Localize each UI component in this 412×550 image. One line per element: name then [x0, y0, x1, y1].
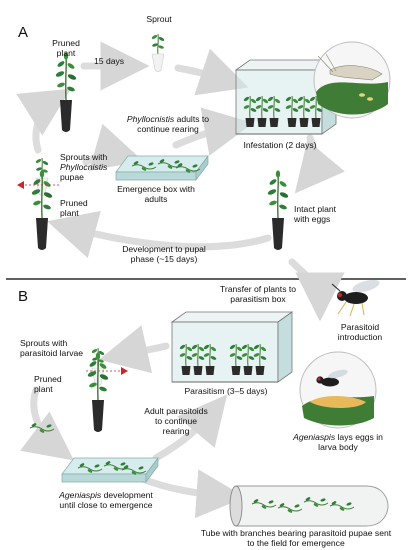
label-tube: Tube with branches bearing parasitoid pu… [201, 528, 391, 548]
label-adult-parasitoids: Adult parasitoids to continue rearing [144, 406, 208, 436]
label-adult-parasitoids-line2: to continue [154, 416, 198, 426]
label-transfer-line2: parasitism box [230, 294, 286, 304]
label-adults-to: adults to [174, 114, 210, 124]
pruned-plant-a2 [30, 169, 54, 251]
label-sprouts-with-pupae: Sprouts with Phyllocnistis pupae [60, 152, 107, 182]
panel-letter-a: A [18, 24, 29, 41]
arrow-intact-to-parasitism [288, 258, 345, 322]
label-tube-line1: Tube with branches bearing parasitoid pu… [200, 528, 392, 538]
label-development-pupal: Development to pupal phase (~15 days) [122, 244, 206, 264]
arrow-intact-to-pruned [47, 210, 272, 259]
sprout-a [150, 33, 166, 72]
label-adult-parasitoids-line3: rearing [162, 426, 190, 436]
moth-inset [313, 41, 391, 119]
label-sprouts-with: Sprouts with [60, 152, 108, 162]
label-development-line1: Development to pupal [122, 244, 206, 254]
parasitoid-wasp [331, 279, 380, 317]
panel-a-arrows [16, 41, 345, 259]
label-lays-eggs-in: lays eggs in [335, 432, 383, 442]
panel-letter-b: B [18, 288, 29, 305]
label-larva-body: larva body [318, 442, 358, 452]
arrow-infestation-to-intact [294, 134, 345, 194]
arrow-emergence-to-infestation [172, 107, 254, 156]
label-adults-to-rearing: Phyllocnistis adults to continue rearing [127, 114, 209, 134]
infestation-cage [234, 59, 338, 135]
label-phyllocnistis-genus: Phyllocnistis [126, 114, 175, 124]
label-transfer: Transfer of plants to parasitism box [220, 284, 296, 304]
pruning-marker-a [17, 181, 24, 189]
label-continue-rearing: continue rearing [137, 124, 199, 134]
label-emergence-box-line1: Emergence box with [117, 184, 195, 194]
label-pruned-plant-line1: Pruned [52, 38, 80, 48]
label-tube-line2: to the field for emergence [247, 538, 345, 548]
label-pruned-plant-b-line2: plant [34, 384, 53, 394]
label-transfer-line1: Transfer of plants to [219, 284, 297, 294]
arrow-box-to-parasitism [152, 394, 228, 462]
label-sprouts-larvae-line2: parasitoid larvae [20, 348, 84, 358]
arrow-sprouts-to-emergence [82, 123, 143, 171]
label-intact-plant-line1: Intact plant [294, 204, 337, 214]
label-pruned-plant-2: Pruned plant [60, 198, 88, 218]
label-pupae: pupae [60, 172, 84, 182]
label-pruned-plant: Pruned plant [52, 38, 80, 58]
label-pruned-plant-2-line1: Pruned [60, 198, 88, 208]
label-pruned-plant-line2: plant [56, 48, 76, 58]
label-parasitoid-intro-line2: introduction [337, 332, 383, 342]
label-adult-parasitoids-line1: Adult parasitoids [144, 406, 208, 416]
label-parasitoid-introduction: Parasitoid introduction [338, 322, 382, 342]
pruned-plant-a [54, 51, 78, 133]
panel-b-arrows [20, 258, 345, 519]
label-pruned-plant-b: Pruned plant [34, 374, 62, 394]
label-emergence-box-line2: adults [144, 194, 168, 204]
label-sprouts-with-larvae: Sprouts with parasitoid larvae [20, 338, 83, 358]
label-ageniaspis-genus-2: Ageniaspis [59, 490, 102, 500]
label-pruned-plant-b-line1: Pruned [34, 374, 62, 384]
arrow-box-to-tube [136, 469, 246, 519]
label-development-word: development [101, 490, 153, 500]
label-lays-eggs: Ageniaspis lays eggs in larva body [293, 432, 383, 452]
parasitism-cage [170, 311, 294, 383]
label-infestation: Infestation (2 days) [243, 140, 317, 150]
label-phyllocnistis-genus-2: Phyllocnistis [60, 162, 108, 172]
arrow-sprouts-to-pruned [16, 88, 71, 154]
label-ageniaspis-development: Ageniaspis development until close to em… [59, 490, 153, 510]
arrow-sprout-to-infestation [174, 48, 249, 96]
emergence-box-b [61, 456, 159, 484]
label-emergence-box: Emergence box with adults [117, 184, 195, 204]
pruning-marker-b [121, 367, 128, 375]
pruned-plant-b [86, 351, 110, 433]
arrow-parasitism-to-sprouts [98, 325, 170, 374]
label-parasitism: Parasitism (3–5 days) [184, 386, 268, 396]
label-ageniaspis-genus: Ageniaspis [293, 432, 336, 442]
label-sprout: Sprout [146, 14, 172, 24]
emergence-box-a [115, 154, 209, 182]
label-development-line2: phase (~15 days) [130, 254, 198, 264]
label-pruned-plant-2-line2: plant [60, 208, 79, 218]
field-tube [229, 485, 389, 527]
ageniaspis-inset [299, 351, 377, 429]
label-until-emergence: until close to emergence [59, 500, 153, 510]
label-15-days: 15 days [94, 56, 125, 66]
arrow-pruned-to-box [20, 386, 74, 461]
label-intact-plant-line2: with eggs [294, 214, 331, 224]
label-intact-plant: Intact plant with eggs [294, 204, 336, 224]
label-parasitoid-intro-line1: Parasitoid [340, 322, 380, 332]
label-sprouts-larvae-line1: Sprouts with [20, 338, 68, 348]
